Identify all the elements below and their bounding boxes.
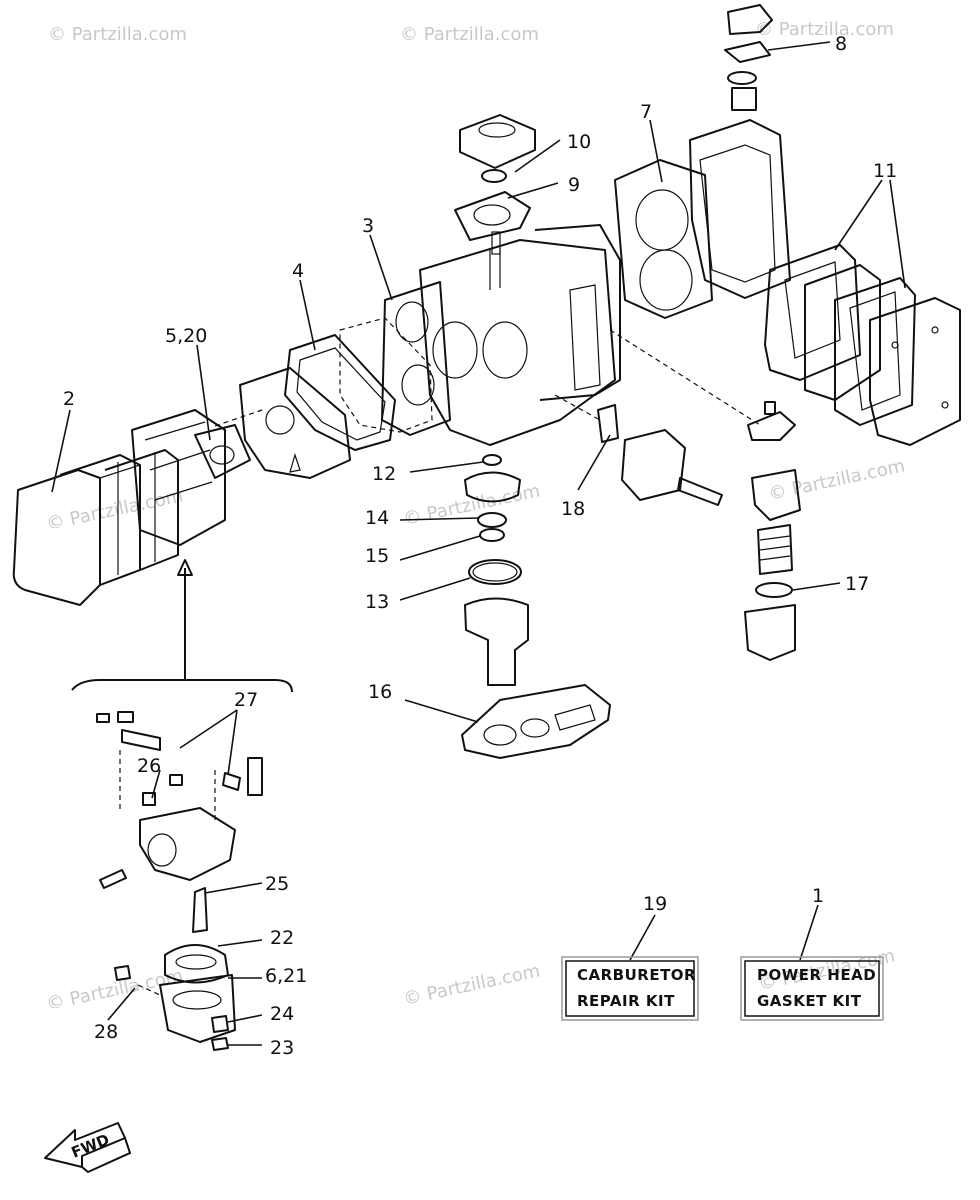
base-gasket-drawing	[461, 684, 611, 759]
carburetor-kit-label: CARBURETOR REPAIR KIT	[561, 956, 699, 1021]
intake-silencer-drawing	[12, 449, 179, 606]
callout-numbers: 2 3 4 5,20 10 9 7 8 11 12 14 15 13 16 17…	[63, 33, 897, 1059]
callout-3: 3	[362, 215, 374, 237]
callout-4: 4	[292, 260, 304, 282]
callout-10: 10	[567, 131, 591, 153]
callout-25: 25	[265, 873, 289, 895]
callout-11: 11	[873, 160, 897, 182]
callout-9: 9	[568, 174, 580, 196]
power-head-kit-line1: POWER HEAD	[757, 966, 876, 984]
thermostat-stack-drawing	[464, 454, 529, 686]
crankcase-plate-drawing	[239, 367, 351, 479]
callout-14: 14	[365, 507, 389, 529]
callout-5-20: 5,20	[165, 325, 207, 347]
reed-valve-drawing	[131, 409, 263, 546]
callout-23: 23	[270, 1037, 294, 1059]
callout-26: 26	[137, 755, 161, 777]
callout-27: 27	[234, 689, 258, 711]
callout-17: 17	[845, 573, 869, 595]
watermark: © Partzilla.com	[767, 455, 907, 504]
callout-15: 15	[365, 545, 389, 567]
callout-2: 2	[63, 388, 75, 410]
watermark: © Partzilla.com	[48, 24, 187, 45]
watermark: © Partzilla.com	[755, 19, 894, 40]
callout-6-21: 6,21	[265, 965, 307, 987]
leader-lines	[51, 41, 906, 1046]
forward-arrow-icon: FWD	[44, 1122, 132, 1174]
carburetor-detail-drawing	[71, 559, 293, 1051]
watermark: © Partzilla.com	[402, 480, 542, 529]
callout-8: 8	[835, 33, 847, 55]
callout-18: 18	[561, 498, 585, 520]
power-head-kit-line2: GASKET KIT	[757, 992, 862, 1010]
watermark: © Partzilla.com	[402, 960, 542, 1009]
callout-22: 22	[270, 927, 294, 949]
fuel-filter-drawing	[609, 329, 801, 661]
callout-28: 28	[94, 1021, 118, 1043]
exhaust-cover-outline	[339, 317, 433, 433]
carburetor-kit-line2: REPAIR KIT	[577, 992, 675, 1010]
thermostat-cap-drawing	[454, 114, 536, 241]
exhaust-plates-drawing	[764, 244, 961, 446]
fuel-pump-drawing	[554, 394, 723, 506]
cylinder-block-drawing	[381, 224, 621, 446]
cylinder-head-drawing	[689, 4, 791, 299]
callout-1: 1	[812, 885, 824, 907]
callout-7: 7	[640, 101, 652, 123]
callout-12: 12	[372, 463, 396, 485]
callout-24: 24	[270, 1003, 294, 1025]
callout-16: 16	[368, 681, 392, 703]
watermark: © Partzilla.com	[45, 485, 185, 534]
watermark: © Partzilla.com	[400, 24, 539, 45]
carburetor-kit-line1: CARBURETOR	[577, 966, 696, 984]
callout-13: 13	[365, 591, 389, 613]
callout-19: 19	[643, 893, 667, 915]
power-head-kit-label: POWER HEAD GASKET KIT	[740, 956, 884, 1021]
head-gasket-drawing	[614, 159, 713, 319]
gasket-4-drawing	[284, 334, 396, 451]
